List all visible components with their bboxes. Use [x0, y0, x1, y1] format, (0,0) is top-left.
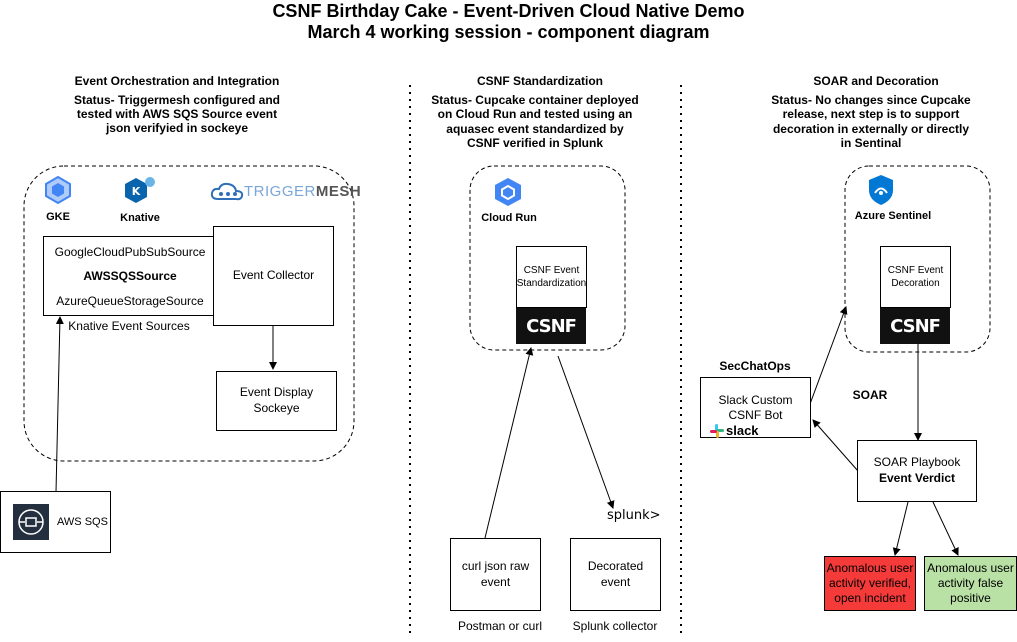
diagram-subtitle: March 4 working session - component diag… [307, 22, 710, 42]
csnf-logo-decoration: CSNF [880, 308, 950, 344]
diagram-title: CSNF Birthday Cake - Event-Driven Cloud … [272, 1, 745, 21]
csnf-decoration-line1: CSNF Event [887, 265, 944, 276]
arrow-sqs-to-sources [55, 316, 64, 493]
section-status-standardization-2: on Cloud Run and tested using an [437, 107, 633, 121]
curl-event-box: curl json raw event [450, 538, 541, 611]
anomalous-verified-line3: open incident [834, 591, 906, 605]
slack-bot-box: Slack Custom CSNF Bot slack [700, 377, 811, 440]
csnf-standardization-line1: CSNF Event [523, 265, 580, 276]
slack-bot-line1: Slack Custom [718, 393, 793, 407]
splunk-caption: Splunk collector [572, 619, 658, 633]
section-status-standardization-3: aquasec event standardized by [446, 122, 624, 136]
cloud-run-container [469, 165, 626, 351]
splunk-logo: splunk> [607, 508, 661, 523]
soar-playbook-line2: Event Verdict [878, 471, 956, 485]
aws-sqs-label: AWS SQS [57, 515, 108, 528]
arrow-curl-to-cloudrun [484, 347, 534, 539]
decorated-event-line1: Decorated [587, 558, 644, 573]
azure-sentinel-icon [869, 175, 893, 205]
curl-event-line2: event [480, 574, 511, 589]
soar-label: SOAR [852, 388, 888, 402]
section-status-soar-1: Status- No changes since Cupcake [771, 93, 971, 107]
csnf-decoration-box: CSNF Event Decoration [880, 246, 951, 308]
source-gcp-pubsub: GoogleCloudPubSubSource [54, 245, 206, 259]
section-heading-orchestration: Event Orchestration and Integration [74, 74, 280, 88]
knative-sources-caption: Knative Event Sources [68, 319, 190, 333]
anomalous-verified-line2: activity verified, [828, 576, 912, 590]
triggermesh-text-trigger: TRIGGER [244, 183, 316, 200]
soar-playbook-box: SOAR Playbook Event Verdict [857, 440, 977, 502]
section-status-standardization-1: Status- Cupcake container deployed [431, 93, 639, 107]
event-display-line2: Sockeye [253, 401, 300, 415]
section-status-orchestration-2: tested with AWS SQS Source event [76, 107, 278, 121]
cloud-run-icon [495, 178, 521, 206]
slack-bot-line2: CSNF Bot [728, 408, 783, 422]
curl-event-line1: curl json raw [461, 558, 530, 573]
triggermesh-icon [210, 182, 244, 201]
arrow-cloudrun-to-splunk [557, 355, 615, 509]
section-status-orchestration-3: json verifyied in sockeye [105, 121, 249, 135]
cloud-run-label: Cloud Run [481, 212, 537, 224]
soar-playbook-line1: SOAR Playbook [873, 455, 961, 470]
anomalous-verified-box: Anomalous user activity verified, open i… [824, 556, 916, 611]
event-display-box: Event Display Sockeye [216, 371, 337, 431]
arrow-slack-to-sentinel [809, 306, 848, 405]
triggermesh-logo-text: TRIGGERMESH [244, 183, 361, 201]
decorated-event-box: Decorated event [570, 538, 661, 611]
anomalous-false-line3: positive [950, 591, 991, 605]
svg-text:K: K [132, 185, 141, 198]
source-aws-sqs: AWSSQSSource [83, 269, 177, 283]
aws-sqs-icon [13, 504, 49, 540]
slack-logo-text: slack [726, 423, 759, 438]
knative-icon: K [125, 177, 155, 203]
section-status-soar-3: decoration in externally or directly [772, 122, 970, 136]
csnf-decoration-line2: Decoration [891, 278, 940, 289]
azure-sentinel-label: Azure Sentinel [854, 210, 932, 222]
section-heading-standardization: CSNF Standardization [476, 74, 603, 88]
section-status-soar-4: in Sentinal [840, 136, 902, 150]
knative-sources-box: GoogleCloudPubSubSource AWSSQSSource Azu… [43, 236, 215, 316]
event-collector-box: Event Collector [213, 226, 334, 326]
curl-caption: Postman or curl [457, 619, 543, 633]
secchatops-label: SecChatOps [719, 359, 791, 373]
section-status-soar-2: release, next step is to support [782, 107, 960, 121]
orchestration-container [23, 165, 355, 462]
event-collector-label: Event Collector [232, 268, 315, 283]
triggermesh-text-mesh: MESH [315, 183, 362, 200]
decorated-event-line2: event [600, 574, 631, 589]
gke-label: GKE [46, 211, 70, 223]
section-status-orchestration-1: Status- Triggermesh configured and [73, 93, 281, 107]
source-azure-queue: AzureQueueStorageSource [56, 294, 204, 308]
knative-label: Knative [120, 212, 160, 224]
slack-icon [710, 424, 724, 439]
arrow-playbook-to-incident [892, 501, 909, 556]
section-status-standardization-4: CSNF verified in Splunk [466, 136, 604, 150]
csnf-logo-standardization: CSNF [516, 308, 586, 344]
anomalous-false-line1: Anomalous user [927, 561, 1014, 575]
csnf-standardization-box: CSNF Event Standardization [516, 246, 587, 308]
gke-icon [45, 176, 71, 204]
anomalous-false-line2: activity false [937, 576, 1004, 590]
anomalous-verified-line1: Anomalous user [826, 561, 914, 575]
slack-logo: slack [710, 423, 759, 440]
section-heading-soar: SOAR and Decoration [813, 74, 939, 88]
csnf-standardization-line2: Standardization [516, 278, 587, 289]
aws-sqs-box: AWS SQS [0, 491, 111, 553]
anomalous-false-positive-box: Anomalous user activity false positive [924, 556, 1017, 611]
arrow-playbook-to-slack [812, 419, 859, 472]
event-display-line1: Event Display [239, 385, 314, 400]
arrow-playbook-to-false-positive [932, 501, 959, 556]
